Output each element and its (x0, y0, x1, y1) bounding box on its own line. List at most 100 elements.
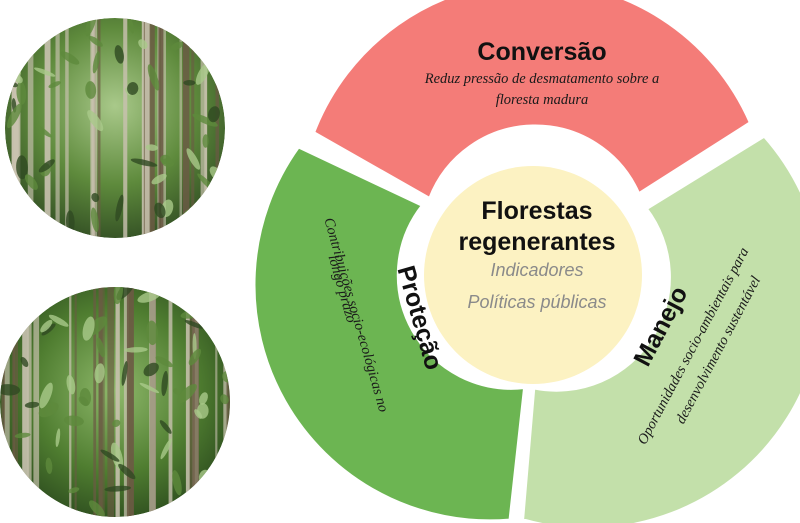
tree-trunk (192, 287, 199, 517)
leaf (88, 500, 105, 517)
tree-trunk (141, 18, 145, 238)
leaf (16, 155, 28, 180)
leaf (24, 174, 38, 190)
leaf (197, 512, 208, 517)
tree-trunk (1, 287, 5, 517)
segment-conversao-line1: Reduz pressão de desmatamento sobre a (424, 71, 660, 87)
leaf (118, 463, 136, 480)
leaf (190, 506, 197, 515)
leaf (195, 62, 210, 85)
leaf (79, 388, 92, 407)
leaf (113, 287, 124, 305)
tree-trunk (191, 18, 195, 238)
tree-trunk (93, 18, 98, 238)
segment-conversao-title: Conversão (477, 38, 606, 66)
tree-trunk (115, 287, 120, 517)
leaf (160, 154, 172, 165)
tree-trunk (144, 18, 151, 238)
leaf (220, 394, 229, 405)
photo-forest-bottom (0, 287, 230, 517)
center-item-indicadores: Indicadores (490, 260, 583, 280)
leaf (161, 370, 168, 397)
leaf (20, 219, 42, 237)
leaf (187, 23, 197, 37)
leaf (184, 320, 204, 329)
leaf (94, 363, 105, 384)
leaf (110, 442, 124, 470)
leaf (193, 297, 210, 304)
leaf (221, 469, 230, 489)
tree-trunk (107, 287, 115, 517)
leaf (20, 356, 29, 368)
leaf (60, 51, 80, 65)
leaf (192, 113, 218, 127)
tree-trunk (215, 18, 219, 238)
tree-trunk (168, 287, 173, 517)
leaf (208, 106, 220, 123)
tree-trunk (123, 18, 128, 238)
leaf (55, 428, 61, 448)
leaf (68, 487, 80, 494)
leaf (130, 158, 158, 167)
tree-trunk (123, 287, 129, 517)
leaf (82, 316, 95, 341)
leaf (124, 347, 148, 353)
tree-trunk (90, 18, 95, 238)
leaf (96, 337, 105, 358)
forest-trunks-bottom (0, 287, 230, 517)
leaf (8, 48, 18, 59)
leaf (186, 148, 201, 170)
tree-trunk (179, 18, 182, 238)
leaf (138, 39, 148, 49)
tree-trunk (4, 287, 10, 517)
leaf (153, 18, 169, 25)
leaf (160, 438, 172, 460)
leaf (0, 480, 15, 491)
leaf (5, 55, 11, 72)
leaf (188, 348, 202, 366)
leaf (202, 134, 209, 148)
leaf (145, 144, 158, 151)
leaf (6, 18, 18, 26)
leaf (45, 457, 53, 474)
leaf (85, 81, 97, 99)
tree-trunk (204, 18, 207, 238)
segment-conversao (311, 0, 753, 201)
leaf (206, 216, 223, 229)
leaf (183, 80, 196, 86)
leaf (127, 82, 139, 95)
leaf (16, 81, 27, 105)
leaf (91, 193, 100, 202)
leaf (34, 67, 56, 77)
leaf (38, 159, 55, 173)
tree-trunk (149, 18, 155, 238)
leaf (155, 356, 173, 368)
leaf (40, 319, 53, 333)
tree-trunk (93, 287, 97, 517)
tree-trunk (22, 287, 29, 517)
leaf (196, 403, 209, 419)
leaf (211, 41, 225, 54)
center-item-politicas: Políticas públicas (467, 292, 606, 312)
leaf (112, 419, 121, 427)
leaf (14, 432, 31, 439)
leaf (39, 382, 53, 409)
tree-trunk (13, 287, 18, 517)
leaf (170, 41, 184, 51)
tree-trunk (74, 287, 77, 517)
leaf (172, 470, 182, 496)
tree-trunk (158, 18, 164, 238)
segment-conversao-line2: floresta madura (496, 92, 589, 108)
leaf (177, 383, 197, 404)
tree-trunk (126, 287, 134, 517)
leaf (146, 320, 159, 346)
tree-trunk (200, 18, 208, 238)
leaf (147, 64, 160, 91)
leaf (128, 18, 135, 34)
leaf (17, 219, 30, 238)
tree-trunk (161, 18, 166, 238)
center-title-line1: Florestas (481, 197, 592, 225)
tree-trunk (44, 18, 51, 238)
